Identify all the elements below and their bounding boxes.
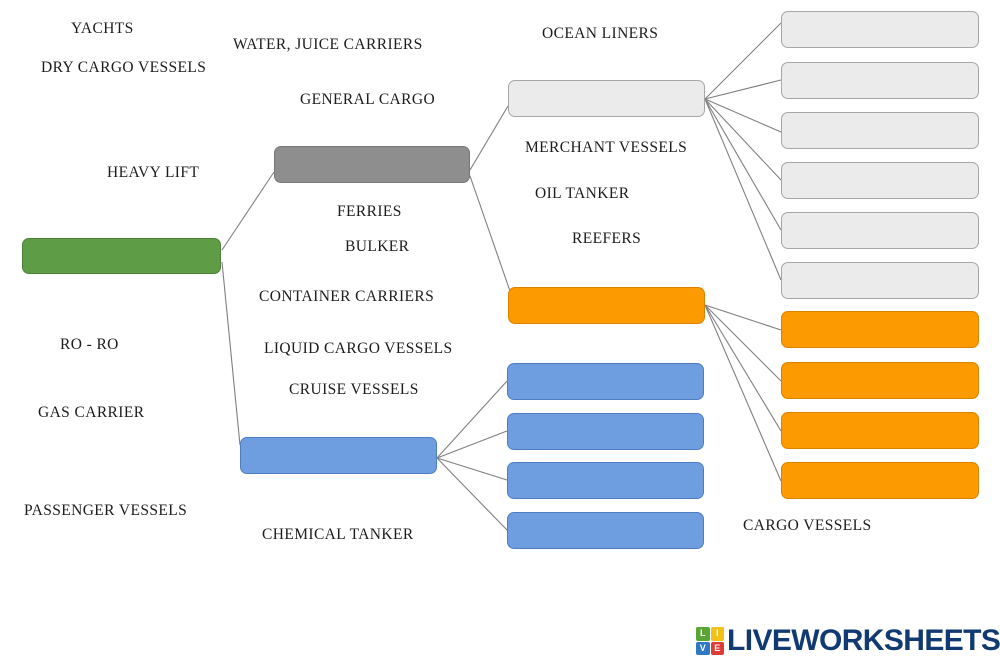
connector-line xyxy=(704,79,782,100)
word-bank-item[interactable]: WATER, JUICE CARRIERS xyxy=(233,36,423,53)
word-bank-item[interactable]: PASSENGER VESSELS xyxy=(24,502,188,519)
drop-zone-blue-item-2[interactable] xyxy=(507,413,704,450)
drop-zone-gray-item-5[interactable] xyxy=(781,212,979,249)
connector-line xyxy=(221,261,241,446)
word-bank-item[interactable]: CARGO VESSELS xyxy=(743,517,872,534)
connector-line xyxy=(704,304,782,382)
connector-line xyxy=(469,105,509,171)
word-bank-item[interactable]: REEFERS xyxy=(572,230,642,247)
word-bank-item[interactable]: CONTAINER CARRIERS xyxy=(259,288,435,305)
connector-line xyxy=(436,430,508,459)
word-bank-item[interactable]: YACHTS xyxy=(71,20,134,37)
connector-line xyxy=(469,175,511,292)
connector-line xyxy=(704,22,782,100)
drop-zone-blue-item-1[interactable] xyxy=(507,363,704,400)
word-bank-item[interactable]: GENERAL CARGO xyxy=(300,91,436,108)
drop-zone-orange-item-4[interactable] xyxy=(781,462,979,499)
liveworksheets-mark-icon: L I V E xyxy=(696,627,724,655)
logo-letter-e: E xyxy=(710,641,724,655)
logo-letter-i: I xyxy=(710,627,724,641)
connector-line xyxy=(704,98,782,133)
connector-line xyxy=(704,98,782,281)
drop-zone-gray-item-3[interactable] xyxy=(781,112,979,149)
drop-zone-orange-item-1[interactable] xyxy=(781,311,979,348)
connector-line xyxy=(221,171,275,251)
logo-wordmark: LIVEWORKSHEETS xyxy=(727,624,1000,657)
drop-zone-blue-item-3[interactable] xyxy=(507,462,704,499)
word-bank-item[interactable]: CRUISE VESSELS xyxy=(289,381,419,398)
drop-zone-group-lightgray[interactable] xyxy=(508,80,705,117)
connector-line xyxy=(436,380,508,459)
word-bank-item[interactable]: CHEMICAL TANKER xyxy=(262,526,414,543)
word-bank-item[interactable]: GAS CARRIER xyxy=(38,404,145,421)
connector-line xyxy=(704,98,782,231)
drop-zone-branch-blue[interactable] xyxy=(240,437,437,474)
word-bank-item[interactable]: MERCHANT VESSELS xyxy=(525,139,688,156)
connector-line xyxy=(436,457,508,481)
word-bank-item[interactable]: DRY CARGO VESSELS xyxy=(41,59,207,76)
word-bank-item[interactable]: OCEAN LINERS xyxy=(542,25,659,42)
word-bank-item[interactable]: HEAVY LIFT xyxy=(107,164,200,181)
drop-zone-gray-item-2[interactable] xyxy=(781,62,979,99)
connector-line xyxy=(704,304,782,331)
logo-letter-l: L xyxy=(696,627,710,641)
word-bank-item[interactable]: BULKER xyxy=(345,238,410,255)
drop-zone-root-green[interactable] xyxy=(22,238,221,274)
drop-zone-blue-item-4[interactable] xyxy=(507,512,704,549)
drop-zone-orange-item-2[interactable] xyxy=(781,362,979,399)
word-bank-item[interactable]: RO - RO xyxy=(60,336,119,353)
connector-line xyxy=(704,304,782,432)
connector-line xyxy=(436,457,508,531)
logo-letter-v: V xyxy=(696,641,710,655)
connector-line xyxy=(704,98,782,181)
drop-zone-gray-item-1[interactable] xyxy=(781,11,979,48)
drop-zone-gray-item-6[interactable] xyxy=(781,262,979,299)
drop-zone-group-orange[interactable] xyxy=(508,287,705,324)
drop-zone-gray-item-4[interactable] xyxy=(781,162,979,199)
connector-line xyxy=(704,304,782,482)
word-bank-item[interactable]: OIL TANKER xyxy=(535,185,630,202)
word-bank-item[interactable]: FERRIES xyxy=(337,203,402,220)
liveworksheets-logo: L I V E LIVEWORKSHEETS xyxy=(696,624,1000,658)
drop-zone-branch-gray[interactable] xyxy=(274,146,470,183)
word-bank-item[interactable]: LIQUID CARGO VESSELS xyxy=(264,340,453,357)
drop-zone-orange-item-3[interactable] xyxy=(781,412,979,449)
